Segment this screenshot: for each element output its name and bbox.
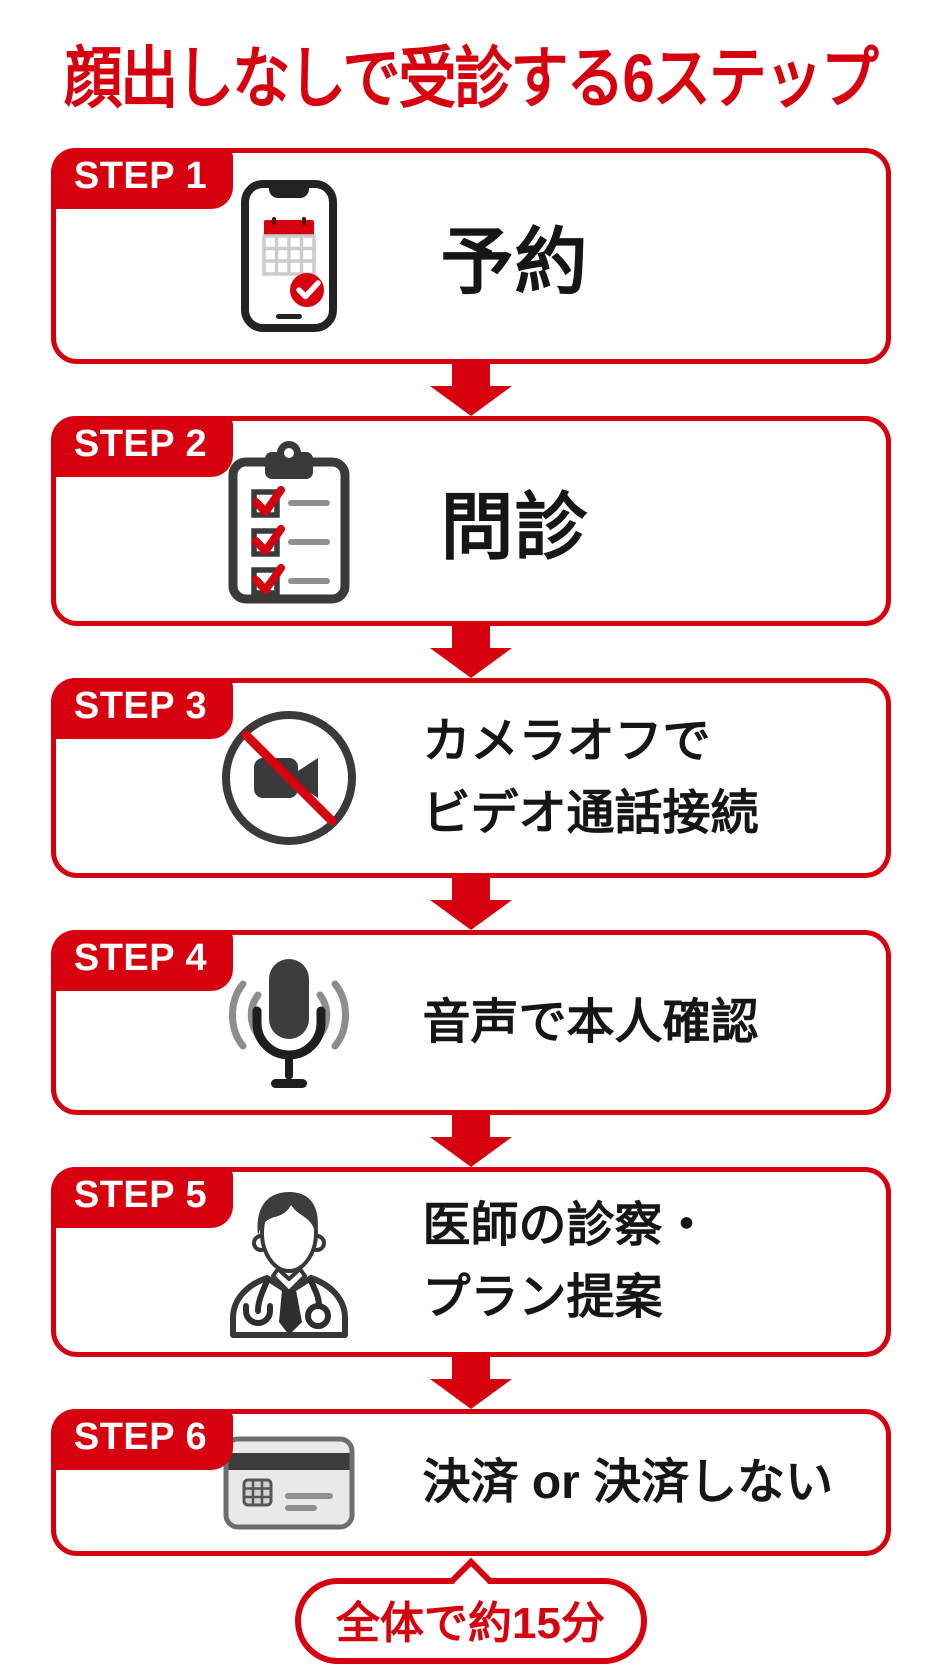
step-5-label-line-1: 医師の診察・ [422, 1199, 711, 1252]
step-3-label-line-2: ビデオ通話接続 [422, 787, 759, 840]
phone-calendar-icon [202, 180, 377, 332]
clipboard-checklist-icon [202, 438, 377, 604]
down-arrow [51, 1115, 891, 1167]
step-6-label: 決済 or 決済しない [422, 1455, 834, 1509]
step-2-badge: STEP 2 [50, 416, 233, 477]
step-5-box: STEP 5 医師の診察・ プラン提案 [50, 1167, 891, 1357]
down-arrow [51, 1357, 891, 1409]
credit-card-icon [202, 1436, 377, 1530]
step-1-label: 予約 [440, 222, 589, 303]
step-5-label-line-2: プラン提案 [422, 1271, 663, 1324]
step-2-label: 問診 [440, 487, 589, 568]
step-5-badge: STEP 5 [50, 1167, 233, 1228]
step-1-badge: STEP 1 [50, 148, 233, 209]
step-3-label: カメラオフで ビデオ通話接続 [423, 706, 759, 850]
page-title: 顔出しなしで受診する6ステップ [64, 41, 879, 117]
step-3-label-line-1: カメラオフで [422, 715, 711, 768]
step-6-badge: STEP 6 [50, 1409, 233, 1470]
step-2-box: STEP 2 問診 [50, 416, 891, 626]
step-4-label: 音声で本人確認 [422, 995, 759, 1049]
camera-off-icon [202, 707, 377, 849]
doctor-icon [202, 1186, 377, 1338]
total-time-label: 全体で約15分 [336, 1599, 605, 1648]
step-3-badge: STEP 3 [50, 678, 233, 739]
step-4-box: STEP 4 音声で本人確認 [50, 930, 891, 1115]
step-5-label: 医師の診察・ プラン提案 [423, 1190, 711, 1334]
microphone-icon [202, 954, 377, 1092]
step-4-badge: STEP 4 [50, 930, 233, 991]
step-6-box: STEP 6 決済 or 決済しない [50, 1409, 891, 1556]
down-arrow [51, 878, 891, 930]
down-arrow [51, 626, 891, 678]
total-time-badge: 全体で約15分 [294, 1557, 647, 1664]
step-3-box: STEP 3 カメラオフで ビデオ通話接続 [50, 678, 891, 878]
steps-flow: STEP 1 予約 STEP 2 [50, 148, 891, 1556]
step-1-box: STEP 1 予約 [50, 148, 891, 364]
down-arrow [51, 364, 891, 416]
